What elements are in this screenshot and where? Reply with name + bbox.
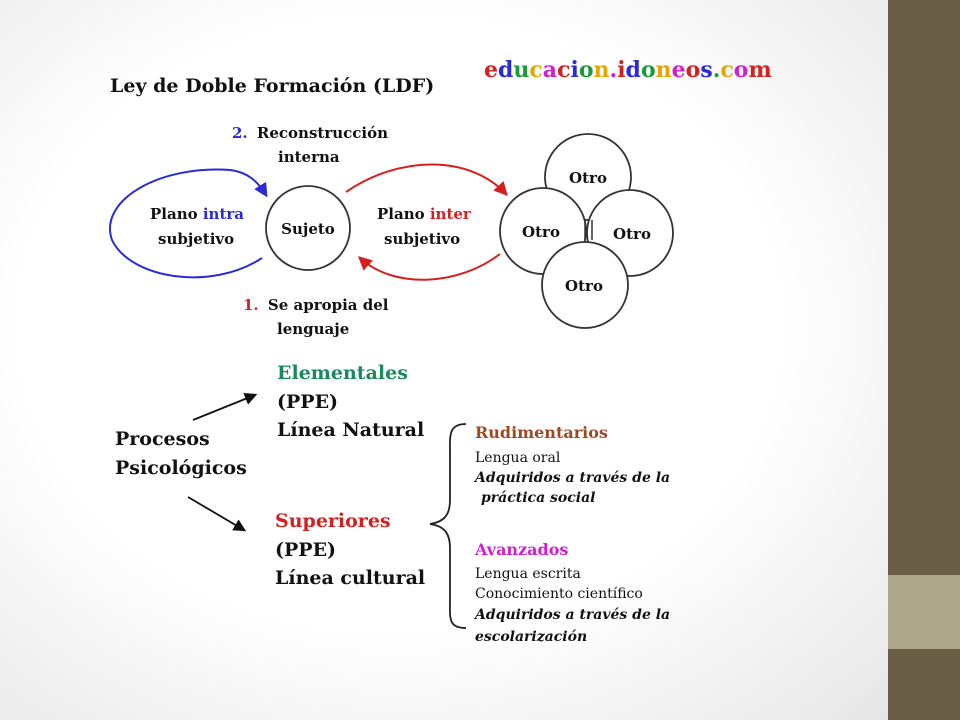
superiores-heading: Superiores — [275, 510, 391, 532]
inter-label: Plano inter — [377, 205, 472, 223]
subject-circle — [265, 185, 351, 271]
other-label: Otro — [613, 225, 651, 243]
other-circle-bottom — [541, 241, 629, 329]
inter-label-line2: subjetivo — [384, 230, 460, 248]
step2-number: 2. — [232, 124, 248, 142]
side-bar-bottom — [888, 649, 960, 720]
avanzados-item: Conocimiento científico — [475, 586, 643, 602]
superiores-abbr: (PPE) — [275, 539, 336, 561]
watermark-logo: educacion.idoneos.com — [484, 57, 772, 83]
avanzados-heading: Avanzados — [474, 540, 568, 559]
avanzados-note-line2: escolarización — [475, 629, 587, 645]
processes-root-line1: Procesos — [115, 428, 210, 450]
inter-arrow-out — [345, 163, 508, 197]
intra-label-line2: subjetivo — [158, 230, 234, 248]
rudimentarios-item: Lengua oral — [475, 450, 561, 466]
side-bar-accent — [888, 575, 960, 649]
ldf-diagram: Ley de Doble Formación (LDF) educacion.i… — [109, 57, 772, 645]
processes-root-line2: Psicológicos — [115, 457, 247, 479]
elementales-abbr: (PPE) — [277, 391, 338, 413]
step2-label: 2. Reconstrucción — [232, 124, 388, 142]
diagram-title: Ley de Doble Formación (LDF) — [110, 75, 434, 97]
step1-label-line2: lenguaje — [277, 320, 349, 338]
elementales-line: Línea Natural — [277, 419, 424, 441]
intra-loop-arrow — [109, 168, 268, 279]
step2-label-line2: interna — [278, 148, 340, 166]
other-label: Otro — [569, 169, 607, 187]
arrow-to-superiores — [187, 496, 247, 532]
avanzados-item: Lengua escrita — [475, 566, 581, 582]
intra-label: Plano intra — [150, 205, 244, 223]
step1-label: 1. Se apropia del — [243, 296, 389, 314]
side-bar-top — [888, 0, 960, 575]
step1-number: 1. — [243, 296, 259, 314]
other-label: Otro — [522, 223, 560, 241]
slide-background — [0, 0, 888, 720]
avanzados-note-line1: Adquiridos a través de la — [473, 607, 670, 623]
arrow-to-elementales — [192, 392, 258, 421]
other-label: Otro — [565, 277, 603, 295]
elementales-heading: Elementales — [277, 362, 408, 384]
others-group: Otro Otro Otro Otro — [499, 133, 674, 329]
curly-brace — [429, 423, 467, 629]
inter-arrow-back — [357, 253, 501, 281]
rudimentarios-note-line2: práctica social — [481, 490, 595, 506]
rudimentarios-heading: Rudimentarios — [475, 423, 608, 442]
superiores-line: Línea cultural — [275, 567, 425, 589]
rudimentarios-note-line1: Adquiridos a través de la — [473, 470, 670, 486]
subject-label: Sujeto — [281, 220, 335, 238]
